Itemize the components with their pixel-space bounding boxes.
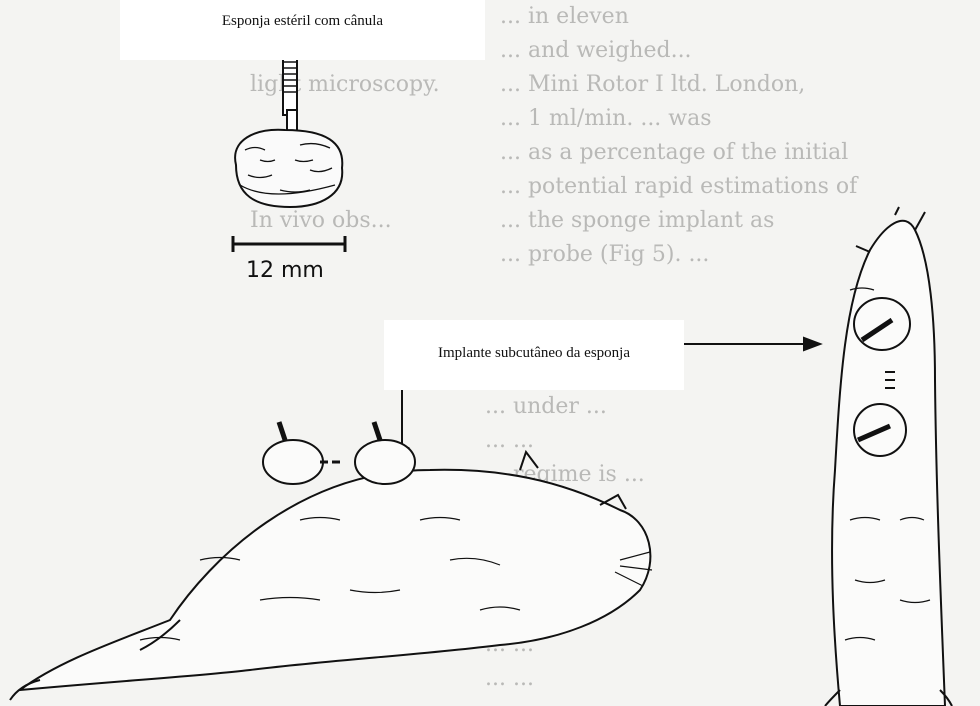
rat-lying (10, 422, 652, 700)
sponge-with-cannula (235, 55, 342, 207)
rat-standing (825, 207, 952, 706)
scale-label: 12 mm (246, 258, 324, 283)
scale-bar (232, 236, 346, 252)
sponge-label: Esponja estéril com cânula (120, 0, 485, 60)
implant-label: Implante subcutâneo da esponja (384, 320, 684, 390)
arrow-right (684, 338, 820, 350)
